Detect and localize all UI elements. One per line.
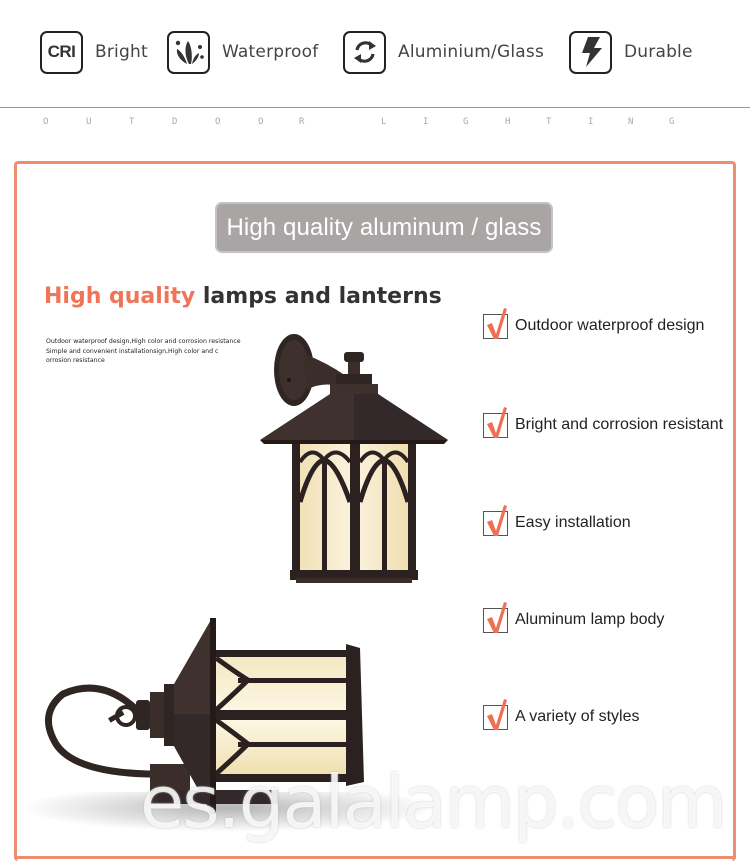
banner-title: High quality aluminum / glass bbox=[215, 202, 553, 253]
watermark: es.galalamp.com bbox=[140, 760, 727, 844]
feature-label: Durable bbox=[624, 42, 693, 62]
headline-rest: lamps and lanterns bbox=[195, 284, 442, 309]
cri-icon: CRI bbox=[40, 30, 83, 74]
feature-durable: Durable bbox=[569, 29, 693, 75]
checklist-item: Bright and corrosion resistant bbox=[483, 406, 723, 438]
section-divider bbox=[0, 107, 750, 108]
water-splash-icon bbox=[167, 30, 210, 74]
checkmark-icon bbox=[483, 504, 508, 536]
wall-lantern-image bbox=[256, 332, 456, 587]
refresh-cycle-icon bbox=[343, 30, 386, 74]
product-description: Outdoor waterproof design,High color and… bbox=[46, 338, 241, 364]
lightning-bolt-icon bbox=[569, 30, 612, 74]
checkmark-icon bbox=[483, 406, 508, 438]
checklist-item: Aluminum lamp body bbox=[483, 601, 664, 633]
feature-label: Bright bbox=[95, 42, 148, 62]
headline: High quality lamps and lanterns bbox=[44, 284, 442, 309]
checklist-item: Easy installation bbox=[483, 504, 631, 536]
checkmark-icon bbox=[483, 307, 508, 339]
feature-bright: CRI Bright bbox=[40, 29, 148, 75]
side-lantern-image bbox=[38, 614, 378, 824]
panel-bottom-border bbox=[14, 856, 736, 859]
feature-waterproof: Waterproof bbox=[167, 29, 318, 75]
checkmark-icon bbox=[483, 698, 508, 730]
feature-label: Waterproof bbox=[222, 42, 319, 62]
feature-row: CRI Bright Waterproof Aluminium/G bbox=[0, 29, 750, 75]
feature-label: Aluminium/Glass bbox=[398, 42, 544, 62]
headline-accent: High quality bbox=[44, 284, 196, 309]
checklist-item: A variety of styles bbox=[483, 698, 640, 730]
feature-aluminium-glass: Aluminium/Glass bbox=[343, 29, 544, 75]
outdoor-lighting-tagline: O U T D O O R L I G H T I N G bbox=[43, 117, 675, 127]
checkmark-icon bbox=[483, 601, 508, 633]
checklist-item: Outdoor waterproof design bbox=[483, 307, 704, 339]
